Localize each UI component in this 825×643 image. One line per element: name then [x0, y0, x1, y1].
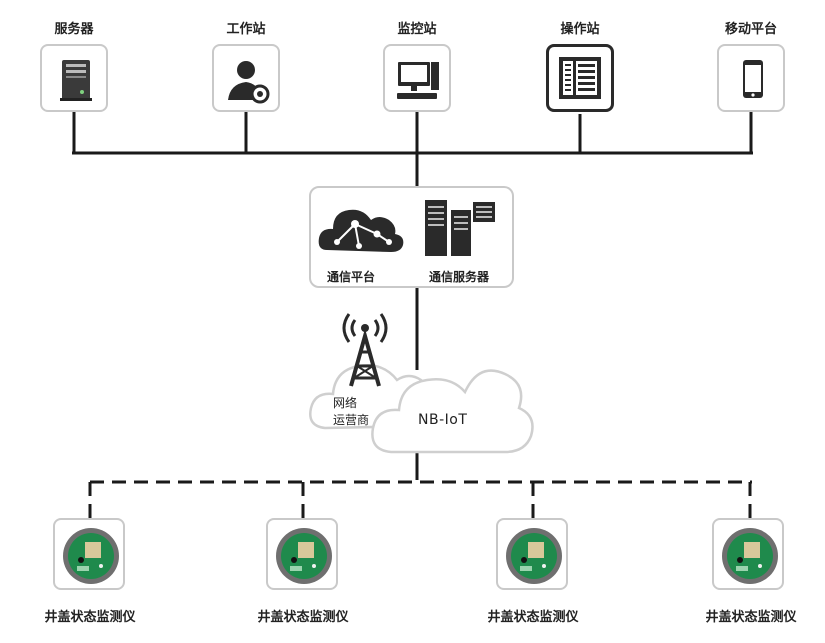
server-tower-icon — [60, 60, 92, 101]
comm-platform-label: 通信平台 — [327, 270, 376, 284]
workstation-label: 工作站 — [226, 22, 266, 37]
network-cloud-icon — [318, 209, 404, 252]
manhole-monitor-device-4[interactable] — [712, 518, 784, 590]
server-node[interactable] — [40, 44, 108, 112]
radio-tower-icon — [342, 313, 388, 387]
communication-platform-box: 通信平台 通信服务器 — [309, 186, 514, 288]
control-panel-icon — [559, 57, 601, 99]
mobile-platform-node[interactable] — [717, 44, 785, 112]
operator-station-node[interactable] — [546, 44, 614, 112]
nbiot-label: NB-IoT — [418, 412, 468, 428]
workstation-node[interactable] — [212, 44, 280, 112]
sensor-device-icon — [63, 528, 119, 584]
monitor-station-node[interactable] — [383, 44, 451, 112]
sensor-device-icon — [276, 528, 332, 584]
device-4-label: 井盖状态监测仪 — [705, 610, 797, 625]
monitor-station-label: 监控站 — [397, 22, 437, 37]
comm-server-label: 通信服务器 — [429, 270, 490, 284]
network-clouds — [309, 313, 534, 454]
manhole-monitor-device-3[interactable] — [496, 518, 568, 590]
operator-label-line2: 运营商 — [333, 413, 370, 427]
server-label: 服务器 — [54, 22, 94, 37]
sensor-device-icon — [506, 528, 562, 584]
device-2-label: 井盖状态监测仪 — [257, 610, 349, 625]
manhole-monitor-device-1[interactable] — [53, 518, 125, 590]
user-gear-icon — [228, 61, 270, 104]
sensor-device-icon — [722, 528, 778, 584]
device-1-label: 井盖状态监测仪 — [44, 610, 136, 625]
manhole-monitor-device-2[interactable] — [266, 518, 338, 590]
desktop-computer-icon — [397, 62, 439, 99]
operator-label-line1: 网络 — [333, 396, 358, 410]
smartphone-icon — [743, 60, 763, 98]
operator-station-label: 操作站 — [560, 22, 600, 37]
nbiot-cloud-shape — [371, 369, 534, 454]
mobile-platform-label: 移动平台 — [724, 22, 777, 37]
server-rack-icon — [425, 200, 495, 256]
device-3-label: 井盖状态监测仪 — [487, 610, 579, 625]
